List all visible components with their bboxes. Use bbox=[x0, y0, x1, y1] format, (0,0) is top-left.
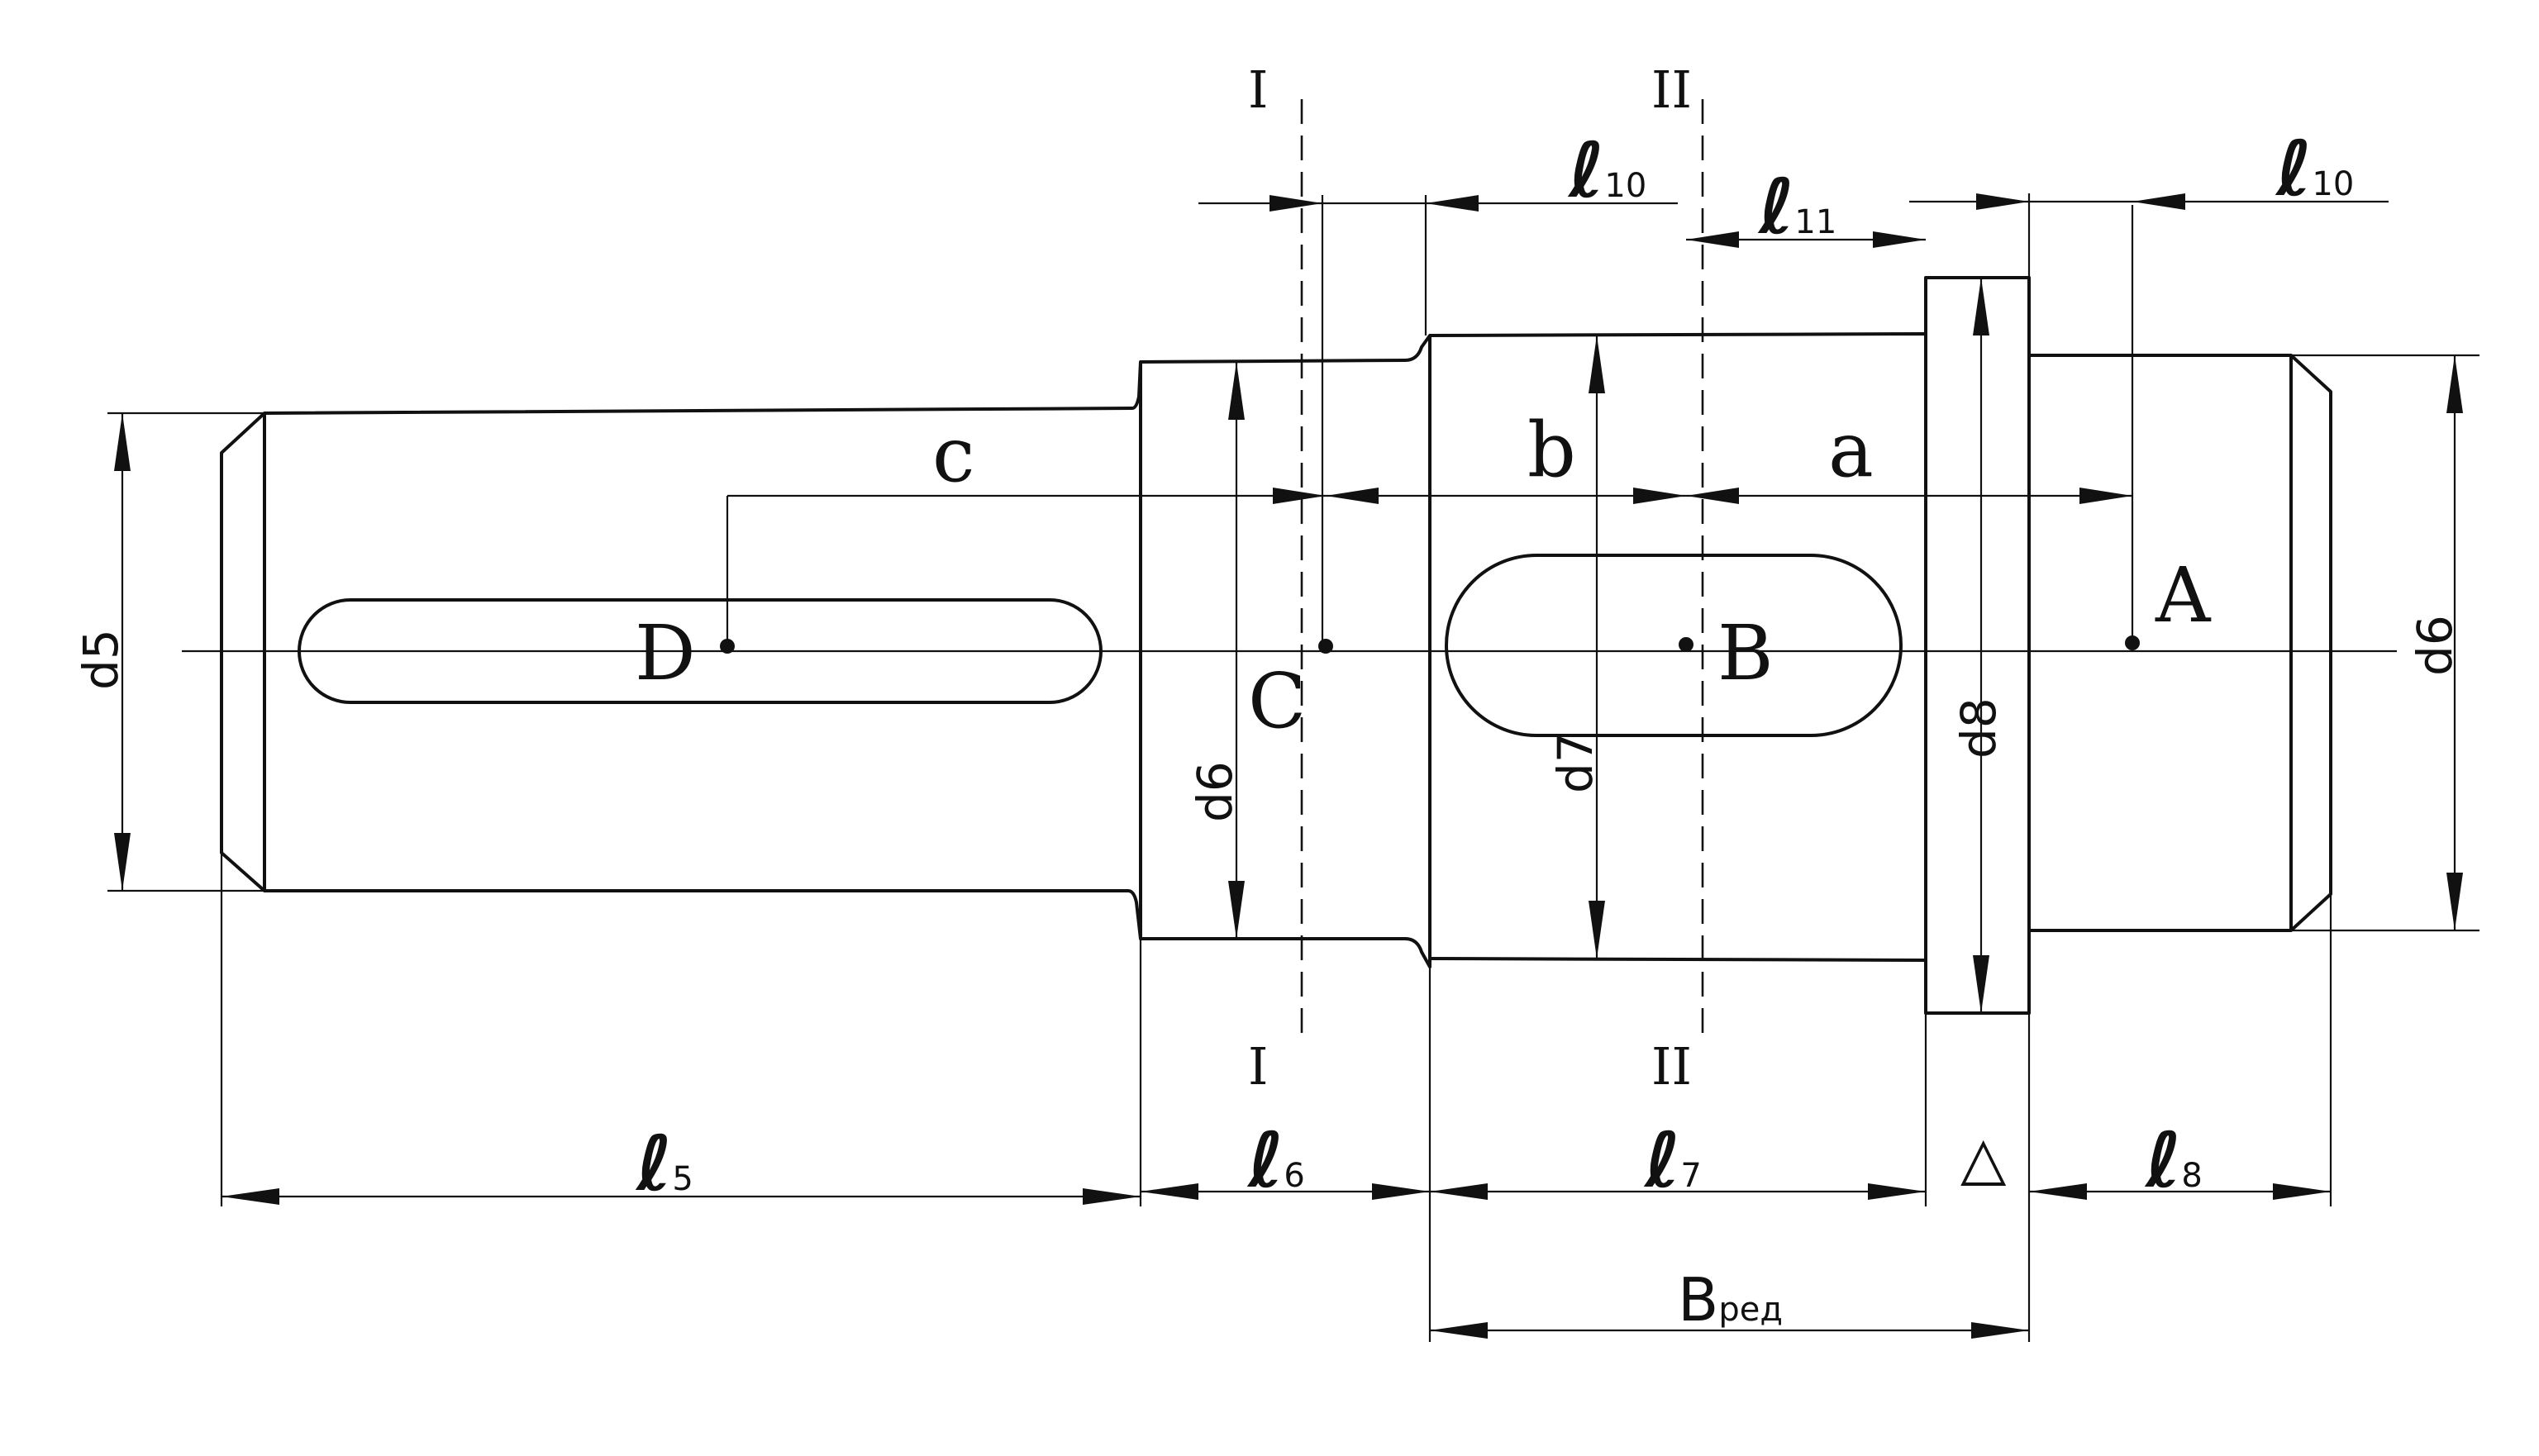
diameter-label-d6-right: d6 bbox=[2407, 615, 2463, 676]
keyway-left bbox=[298, 598, 1103, 704]
diameter-label-d7: d7 bbox=[1547, 732, 1603, 793]
point-B-dot bbox=[1679, 637, 1693, 652]
span-label-a: a bbox=[1828, 406, 1874, 494]
keyway-middle bbox=[1445, 554, 1903, 737]
span-label-b: b bbox=[1527, 406, 1576, 494]
length-dim-l11 bbox=[1686, 231, 1926, 248]
point-label-C: C bbox=[1248, 657, 1306, 745]
length-label-l6: ℓ6 bbox=[1246, 1116, 1305, 1205]
length-dim-l5 bbox=[222, 1188, 1141, 1205]
point-C-dot bbox=[1318, 639, 1333, 654]
section-label-I-top: I bbox=[1248, 59, 1269, 120]
length-label-b-red: Bред bbox=[1678, 1265, 1783, 1335]
point-label-D: D bbox=[635, 609, 696, 697]
length-dim-l8 bbox=[2029, 1183, 2331, 1200]
length-label-l11: ℓ11 bbox=[1757, 163, 1836, 251]
length-label-l10-left: ℓ10 bbox=[1567, 126, 1646, 215]
length-dim-l7 bbox=[1430, 1183, 1926, 1200]
length-label-l8: ℓ8 bbox=[2144, 1116, 2203, 1205]
section-label-II-bottom: II bbox=[1651, 1036, 1692, 1097]
length-label-l10-right: ℓ10 bbox=[2275, 125, 2354, 213]
bottom-extension-lines bbox=[220, 853, 2332, 1342]
gap-label-delta: △ bbox=[1960, 1123, 2007, 1192]
span-dimension-line bbox=[726, 205, 2134, 646]
point-label-B: B bbox=[1717, 609, 1774, 697]
point-label-A: A bbox=[2155, 551, 2212, 640]
section-label-I-bottom: I bbox=[1248, 1036, 1269, 1097]
diameter-label-d6-left: d6 bbox=[1187, 761, 1243, 822]
length-label-l5: ℓ5 bbox=[635, 1120, 693, 1208]
diameter-d6-right bbox=[2291, 354, 2479, 932]
length-label-l7: ℓ7 bbox=[1643, 1116, 1702, 1205]
length-dim-l6 bbox=[1141, 1183, 1430, 1200]
length-dim-l10-right bbox=[1909, 193, 2389, 278]
diameter-d5 bbox=[107, 412, 264, 892]
diameter-d6-left bbox=[1228, 362, 1245, 939]
span-label-c: c bbox=[932, 411, 975, 499]
diameter-d7 bbox=[1589, 335, 1605, 959]
length-dim-l10-left bbox=[1198, 195, 1678, 653]
diameter-label-d5: d5 bbox=[73, 629, 129, 690]
length-dim-b-red bbox=[1430, 1322, 2029, 1339]
diameter-label-d8: d8 bbox=[1951, 697, 2007, 759]
shaft-outline bbox=[220, 276, 2332, 1015]
section-label-II-top: II bbox=[1651, 59, 1692, 120]
diameter-d8 bbox=[1973, 278, 1989, 1013]
